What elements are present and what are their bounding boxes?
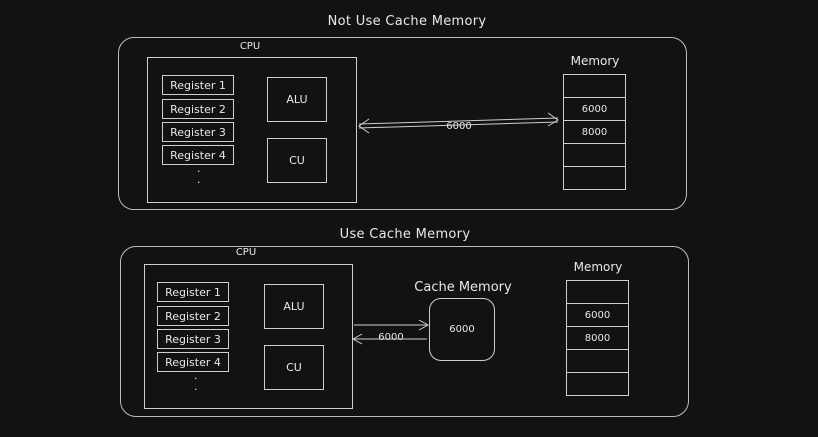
top-cu-box: CU xyxy=(267,138,327,183)
bottom-cu-box: CU xyxy=(264,345,324,390)
top-arrow-line-1 xyxy=(358,117,559,125)
bottom-register-ellipsis: . . xyxy=(194,369,198,393)
top-memory-cell xyxy=(563,166,626,190)
top-arrow-label: 6000 xyxy=(443,121,475,132)
cache-memory-value: 6000 xyxy=(449,324,475,335)
top-panel xyxy=(118,37,687,210)
bottom-cpu-box xyxy=(144,264,353,409)
top-register-3: Register 3 xyxy=(162,122,234,142)
bottom-alu-box: ALU xyxy=(264,284,324,329)
top-alu-label: ALU xyxy=(286,93,308,106)
cache-memory-box: 6000 xyxy=(429,298,495,361)
top-memory-label: Memory xyxy=(570,54,620,68)
bottom-register-2: Register 2 xyxy=(157,306,229,326)
top-register-4: Register 4 xyxy=(162,145,234,165)
top-register-1: Register 1 xyxy=(162,75,234,95)
cache-memory-label: Cache Memory xyxy=(414,280,512,295)
bottom-cu-label: CU xyxy=(286,361,302,374)
top-arrow-head-left xyxy=(358,118,370,134)
top-arrow-head-right xyxy=(547,112,559,127)
top-title: Not Use Cache Memory xyxy=(327,14,487,29)
bottom-register-4: Register 4 xyxy=(157,352,229,372)
bottom-arrow-head-right xyxy=(418,319,430,331)
bottom-arrow-head-left xyxy=(351,333,363,345)
bottom-cpu-label: CPU xyxy=(235,247,257,258)
top-cpu-box xyxy=(147,57,357,203)
bottom-title: Use Cache Memory xyxy=(339,227,471,242)
bottom-memory-cell xyxy=(566,372,629,396)
bottom-register-3: Register 3 xyxy=(157,329,229,349)
bottom-alu-label: ALU xyxy=(283,300,305,313)
top-cu-label: CU xyxy=(289,154,305,167)
bottom-register-1: Register 1 xyxy=(157,282,229,302)
bottom-arrow-label: 6000 xyxy=(375,332,407,343)
top-register-ellipsis: . . xyxy=(197,162,201,186)
top-cpu-label: CPU xyxy=(239,41,261,52)
top-register-2: Register 2 xyxy=(162,99,234,119)
top-arrow-line-2 xyxy=(358,121,559,129)
bottom-memory-label: Memory xyxy=(573,260,623,274)
top-alu-box: ALU xyxy=(267,77,327,122)
bottom-panel xyxy=(120,246,689,417)
